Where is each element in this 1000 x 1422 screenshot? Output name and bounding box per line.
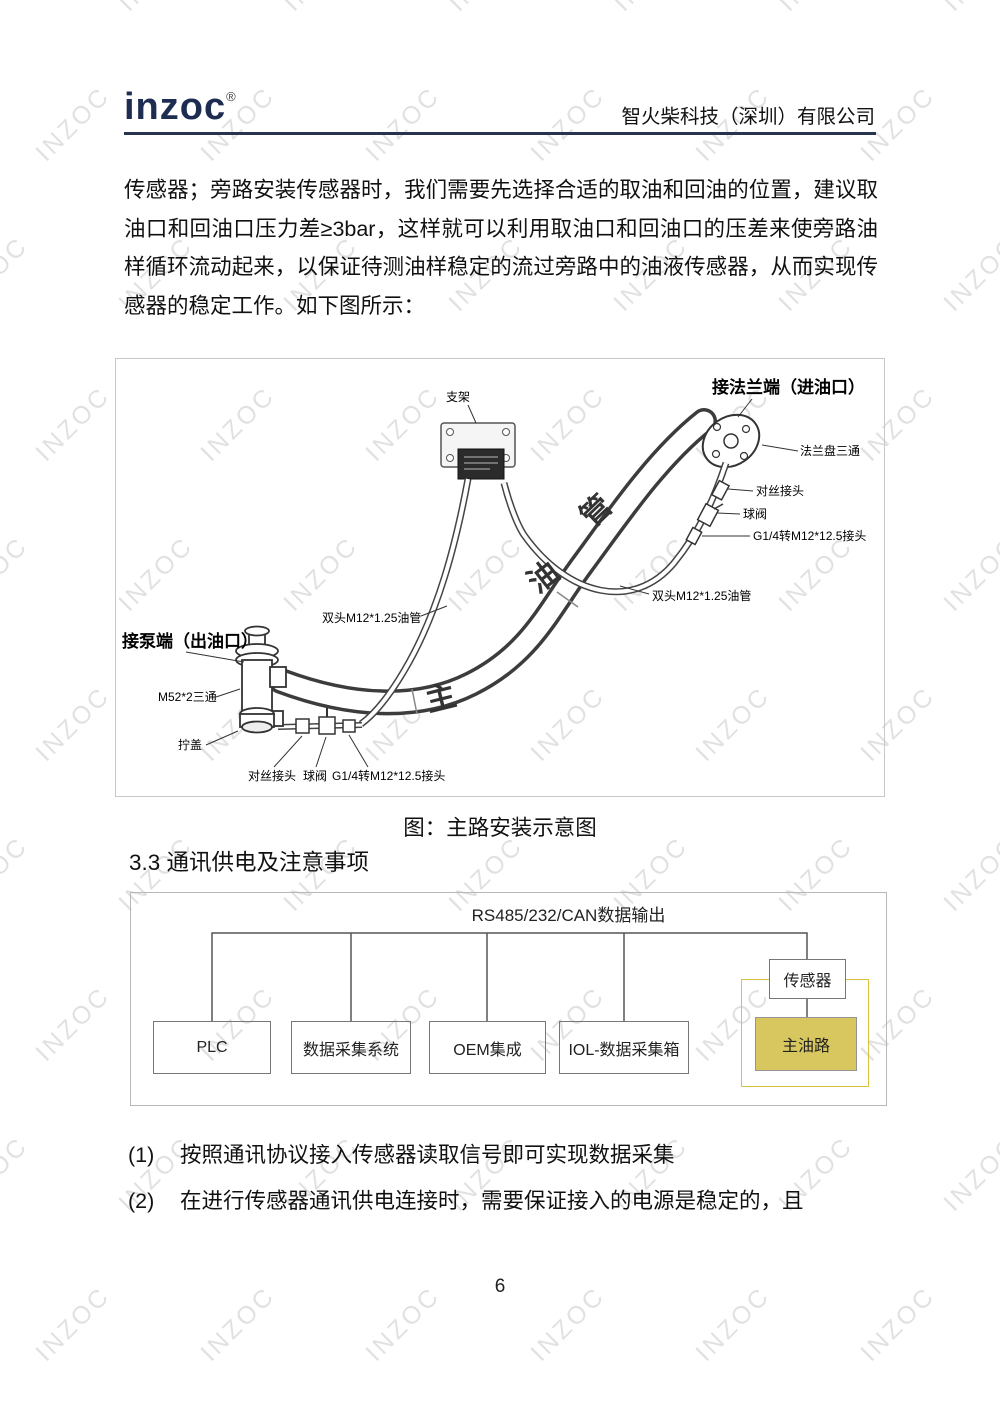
note-number: (2)	[128, 1189, 155, 1213]
note-number: (1)	[128, 1143, 155, 1167]
header-divider	[124, 132, 876, 135]
watermark-text: INZOC	[113, 0, 199, 18]
page-number: 6	[494, 1276, 506, 1297]
label-adapter-right: G1/4转M12*12.5接头	[753, 528, 866, 543]
watermark-text: INZOC	[0, 831, 34, 917]
bracket-and-sensor	[440, 422, 516, 480]
sensor-box: 传感器	[769, 959, 846, 999]
label-hose-left: 双头M12*1.25油管	[322, 610, 421, 625]
watermark-text: INZOC	[938, 1131, 1000, 1217]
note-text: 在进行传感器通讯供电连接时，需要保证接入的电源是稳定的，且	[180, 1189, 804, 1213]
watermark-text: INZOC	[0, 1131, 34, 1217]
label-ball-valve-right: 球阀	[743, 507, 767, 521]
node-daq-system: 数据采集系统	[291, 1021, 411, 1074]
node-oem: OEM集成	[429, 1021, 546, 1074]
label-ball-valve-left: 球阀	[303, 769, 327, 783]
installation-diagram: 主 油 管	[115, 358, 885, 797]
notes-list: (1) 按照通讯协议接入传感器读取信号即可实现数据采集 (2) 在进行传感器通讯…	[128, 1138, 888, 1230]
watermark-text: INZOC	[30, 681, 116, 767]
main-circuit-box: 主油路	[755, 1017, 857, 1071]
leader-lines	[185, 398, 799, 768]
logo-text: inzoc	[124, 86, 227, 128]
node-iol-box: IOL-数据采集箱	[559, 1021, 689, 1074]
flange-assembly	[701, 413, 761, 469]
label-hose-right: 双头M12*1.25油管	[652, 588, 751, 603]
watermark-text: INZOC	[30, 981, 116, 1067]
fittings-left	[277, 708, 363, 735]
connector-lines	[211, 932, 808, 1021]
watermark-text: INZOC	[0, 0, 34, 18]
label-butt-joint-right: 对丝接头	[756, 483, 804, 498]
company-name: 智火柴科技（深圳）有限公司	[621, 106, 875, 128]
watermark-text: INZOC	[938, 0, 1000, 18]
watermark-text: INZOC	[30, 381, 116, 467]
note-text: 按照通讯协议接入传感器读取信号即可实现数据采集	[180, 1143, 675, 1167]
registered-trademark-icon: ®	[226, 89, 236, 104]
watermark-text: INZOC	[773, 0, 859, 18]
pump-end-tee	[235, 625, 287, 734]
communication-diagram-lines	[211, 932, 808, 1021]
list-item: (1) 按照通讯协议接入传感器读取信号即可实现数据采集	[128, 1138, 888, 1172]
watermark-text: INZOC	[938, 531, 1000, 617]
watermark-text: INZOC	[938, 231, 1000, 317]
watermark-text: INZOC	[525, 81, 611, 167]
node-plc: PLC	[153, 1021, 271, 1074]
figure-caption: 图：主路安装示意图	[403, 816, 597, 840]
installation-diagram-svg: 主 油 管	[122, 377, 866, 783]
section-heading: 3.3 通讯供电及注意事项	[129, 850, 370, 875]
label-flange-tee: 法兰盘三通	[800, 443, 860, 458]
label-bracket: 支架	[446, 390, 470, 404]
watermark-text: INZOC	[608, 0, 694, 18]
watermark-text: INZOC	[938, 831, 1000, 917]
intro-paragraph: 传感器；旁路安装传感器时，我们需要先选择合适的取油和回油的位置，建议取油口和回油…	[124, 178, 878, 318]
company-logo: inzoc®	[124, 86, 236, 129]
label-cap: 拧盖	[178, 738, 202, 752]
label-flange-end: 接法兰端（进油口）	[712, 377, 865, 397]
bus-label: RS485/232/CAN数据输出	[471, 906, 666, 925]
list-item: (2) 在进行传感器通讯供电连接时，需要保证接入的电源是稳定的，且	[128, 1184, 888, 1218]
watermark-text: INZOC	[278, 0, 364, 18]
watermark-text: INZOC	[30, 81, 116, 167]
watermark-text: INZOC	[443, 0, 529, 18]
watermark-text: INZOC	[0, 231, 34, 317]
label-tee-m52: M52*2三通	[158, 690, 217, 704]
communication-diagram: RS485/232/CAN数据输出 PLC 数据采集系统 OEM集成 IOL-数…	[130, 892, 887, 1106]
watermark-text: INZOC	[360, 81, 446, 167]
label-pump-end: 接泵端（出油口）	[122, 631, 258, 651]
fittings-right	[685, 479, 731, 546]
label-adapter-left: G1/4转M12*12.5接头	[332, 768, 445, 783]
figure-labels: 支架 接法兰端（进油口） 法兰盘三通 对丝接头 球阀 G1/4转M12*12.5…	[122, 377, 866, 783]
bypass-tube-left	[358, 478, 472, 727]
label-butt-joint-left: 对丝接头	[248, 768, 296, 783]
watermark-text: INZOC	[0, 531, 34, 617]
